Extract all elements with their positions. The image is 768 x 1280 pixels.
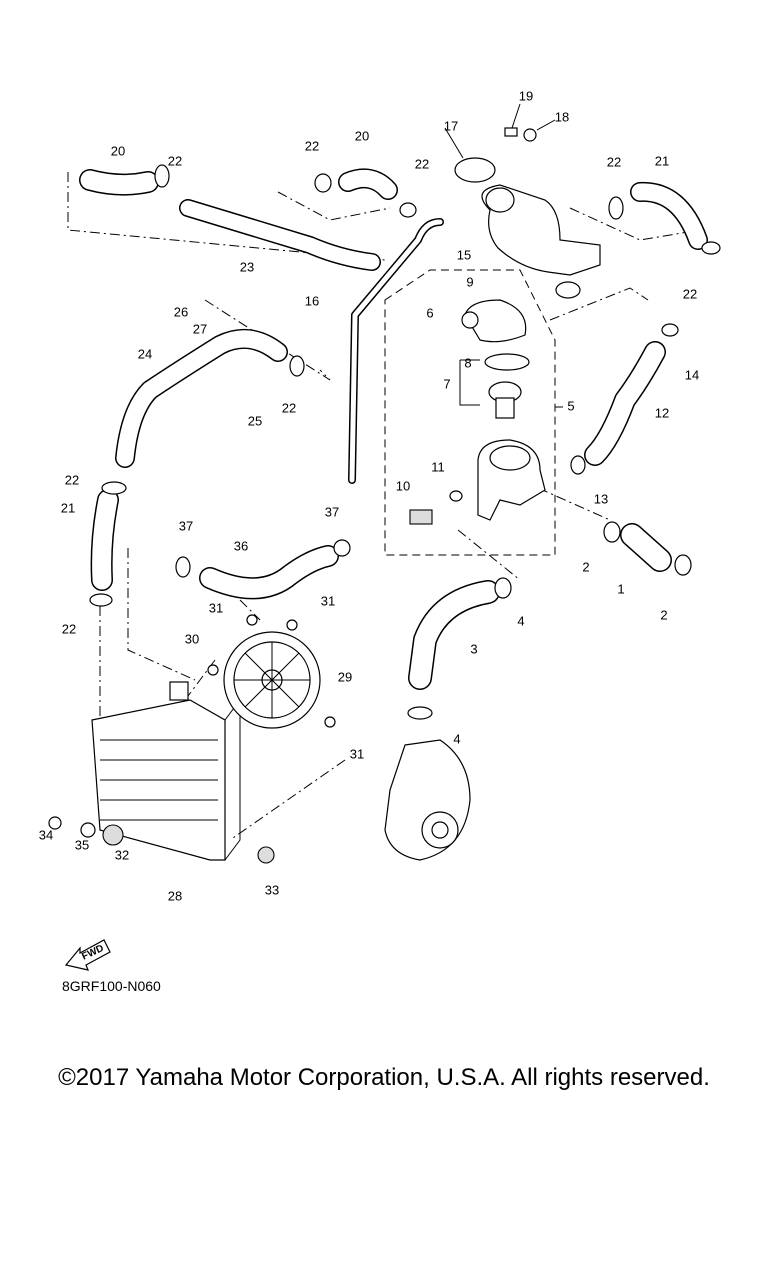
callout-8: 8 — [464, 355, 471, 370]
callout-12: 12 — [655, 405, 669, 420]
hose-clamps — [89, 164, 721, 720]
callout-30: 30 — [185, 631, 199, 646]
callout-26: 26 — [174, 304, 188, 319]
callout-31: 31 — [209, 600, 223, 615]
callout-16: 16 — [305, 293, 319, 308]
thermostat-assembly — [409, 299, 546, 525]
callout-36: 36 — [234, 538, 248, 553]
radiator — [48, 681, 275, 864]
callout-37: 37 — [179, 518, 193, 533]
callout-11: 11 — [431, 459, 445, 474]
callout-1: 1 — [617, 581, 624, 596]
callout-25: 25 — [248, 413, 262, 428]
callout-7: 7 — [443, 376, 450, 391]
callout-22: 22 — [607, 154, 621, 169]
callout-35: 35 — [75, 837, 89, 852]
callout-29: 29 — [338, 669, 352, 684]
callout-13: 13 — [594, 491, 608, 506]
callout-34: 34 — [39, 827, 53, 842]
callout-22: 22 — [282, 400, 296, 415]
callout-22: 22 — [415, 156, 429, 171]
callout-37: 37 — [325, 504, 339, 519]
callout-32: 32 — [115, 847, 129, 862]
callout-31: 31 — [321, 593, 335, 608]
callout-22: 22 — [62, 621, 76, 636]
callout-3: 3 — [470, 641, 477, 656]
diagram-code: 8GRF100-N060 — [62, 978, 161, 994]
callout-20: 20 — [355, 128, 369, 143]
callout-22: 22 — [168, 153, 182, 168]
callout-4: 4 — [453, 731, 460, 746]
callout-2: 2 — [660, 607, 667, 622]
callout-23: 23 — [240, 259, 254, 274]
callout-15: 15 — [457, 247, 471, 262]
callout-21: 21 — [655, 153, 669, 168]
callout-6: 6 — [426, 305, 433, 320]
callout-18: 18 — [555, 109, 569, 124]
fwd-arrow-icon: FWD — [64, 939, 111, 971]
callout-10: 10 — [396, 478, 410, 493]
callout-9: 9 — [466, 274, 473, 289]
callout-2: 2 — [582, 559, 589, 574]
cooling-fan — [207, 614, 336, 729]
callout-27: 27 — [193, 321, 207, 336]
callout-5: 5 — [567, 398, 574, 413]
callout-22: 22 — [65, 472, 79, 487]
callout-22: 22 — [683, 286, 697, 301]
callout-28: 28 — [168, 888, 182, 903]
leader-lines — [67, 103, 701, 841]
callout-21: 21 — [61, 500, 75, 515]
callout-14: 14 — [685, 367, 699, 382]
callout-22: 22 — [305, 138, 319, 153]
callout-24: 24 — [138, 346, 152, 361]
callout-20: 20 — [111, 143, 125, 158]
copyright-notice: ©2017 Yamaha Motor Corporation, U.S.A. A… — [58, 1064, 710, 1091]
callout-33: 33 — [265, 882, 279, 897]
coolant-reservoir — [454, 127, 601, 299]
hoses — [79, 168, 708, 690]
callout-4: 4 — [517, 613, 524, 628]
callout-31: 31 — [350, 746, 364, 761]
water-pump — [384, 739, 471, 861]
callout-17: 17 — [444, 118, 458, 133]
callout-19: 19 — [519, 88, 533, 103]
